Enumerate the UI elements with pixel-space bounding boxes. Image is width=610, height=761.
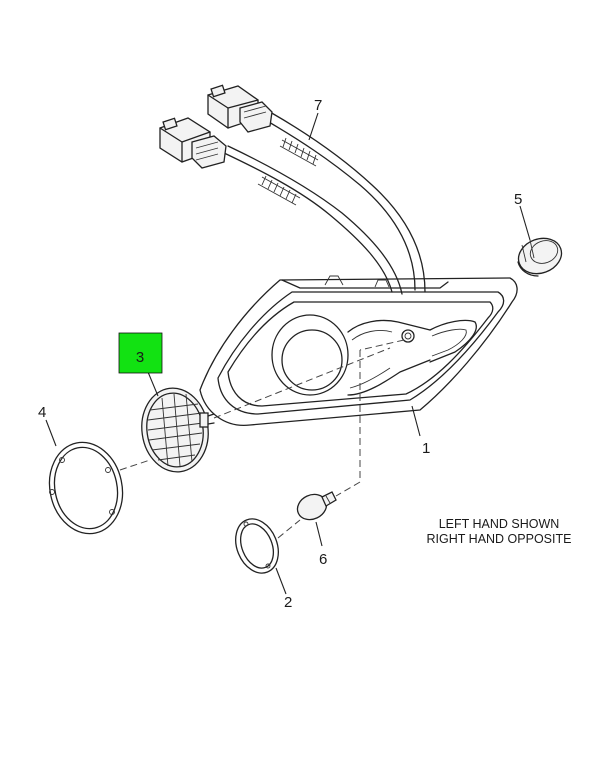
callout-1: 1 [422, 440, 430, 457]
sealed-beam-lamp [141, 387, 215, 473]
callout-6: 6 [319, 551, 327, 568]
callout-3: 3 [136, 349, 144, 366]
alignment-lines [119, 339, 405, 539]
callout-4: 4 [38, 404, 46, 421]
callout-2: 2 [284, 594, 292, 611]
bulb [296, 491, 337, 521]
note-line-2: RIGHT HAND OPPOSITE [427, 532, 572, 546]
note-line-1: LEFT HAND SHOWN [439, 517, 560, 531]
headlamp-housing [199, 275, 518, 426]
callout-3-highlight [118, 332, 163, 374]
retaining-ring [48, 441, 124, 535]
bulb-retaining-ring [235, 518, 279, 574]
leader-lines [45, 112, 531, 595]
callout-5: 5 [514, 191, 522, 208]
callout-7: 7 [314, 97, 322, 114]
wiring-harness [159, 84, 426, 295]
cap-part [517, 237, 563, 277]
